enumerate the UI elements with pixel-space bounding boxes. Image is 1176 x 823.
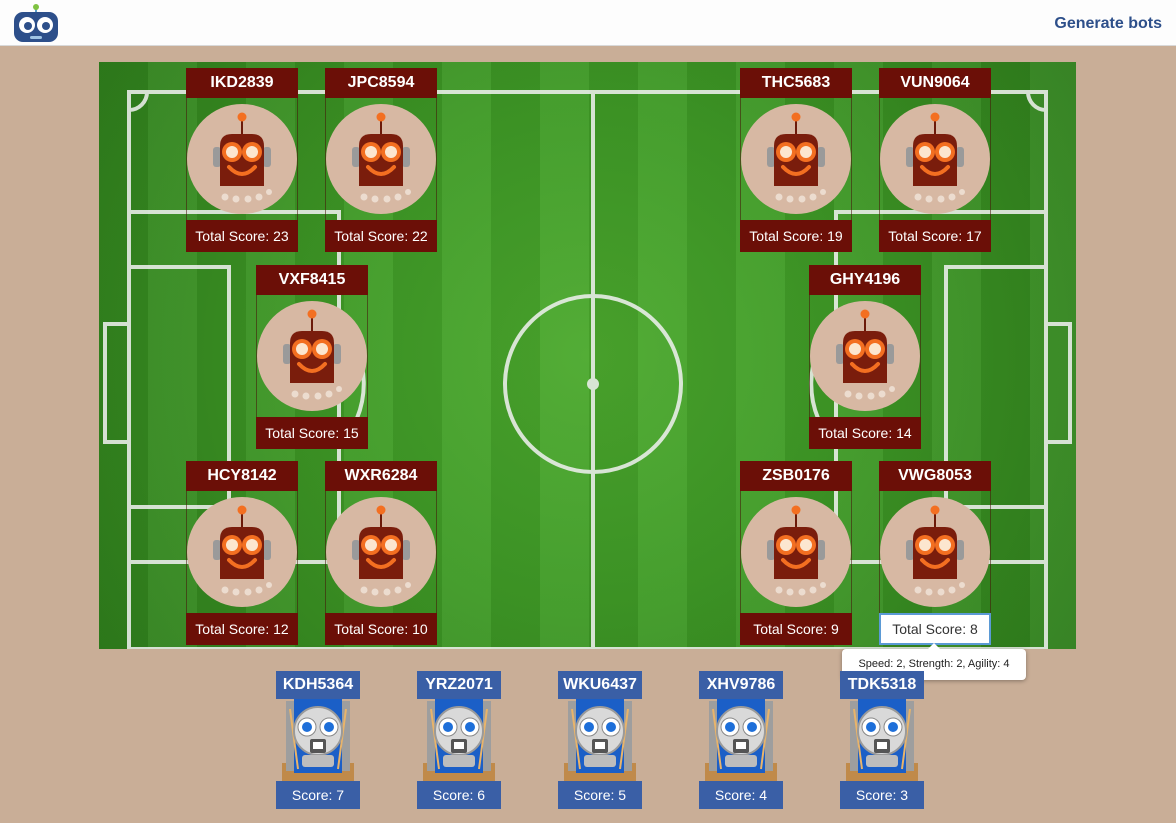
total-score: Total Score: 15 [256, 417, 368, 449]
robot-avatar-icon [810, 301, 920, 411]
robot-avatar-icon [257, 301, 367, 411]
top-bar: Generate bots [0, 0, 1176, 46]
player-name: WXR6284 [325, 461, 437, 491]
bench-player-score: Score: 4 [699, 781, 783, 809]
bench-player-card[interactable]: WKU6437 Score: 5 [558, 671, 642, 811]
total-score: Total Score: 22 [325, 220, 437, 252]
total-score: Total Score: 9 [740, 613, 852, 645]
player-name: VUN9064 [879, 68, 991, 98]
total-score[interactable]: Total Score: 8 [879, 613, 991, 645]
player-card[interactable]: JPC8594 Total Score: 22 [325, 68, 437, 258]
robot-avatar-icon [326, 497, 436, 607]
robot-avatar-icon [880, 104, 990, 214]
player-name: HCY8142 [186, 461, 298, 491]
player-card[interactable]: IKD2839 Total Score: 23 [186, 68, 298, 258]
bench-player-score: Score: 6 [417, 781, 501, 809]
total-score: Total Score: 17 [879, 220, 991, 252]
player-name: GHY4196 [809, 265, 921, 295]
player-card[interactable]: GHY4196 Total Score: 14 [809, 265, 921, 455]
soccer-field: IKD2839 Total Score: 23 JPC8594 Total Sc… [99, 62, 1076, 649]
bench-robot-icon [417, 699, 501, 783]
player-card[interactable]: VUN9064 Total Score: 17 [879, 68, 991, 258]
player-name: JPC8594 [325, 68, 437, 98]
player-card[interactable]: THC5683 Total Score: 19 [740, 68, 852, 258]
total-score: Total Score: 10 [325, 613, 437, 645]
player-card[interactable]: ZSB0176 Total Score: 9 [740, 461, 852, 649]
bench-robot-icon [840, 699, 924, 783]
robot-avatar-icon [880, 497, 990, 607]
bench-player-name: YRZ2071 [417, 671, 501, 699]
player-name: VXF8415 [256, 265, 368, 295]
robot-avatar-icon [187, 104, 297, 214]
total-score: Total Score: 14 [809, 417, 921, 449]
player-name: ZSB0176 [740, 461, 852, 491]
player-name: VWG8053 [879, 461, 991, 491]
total-score: Total Score: 12 [186, 613, 298, 645]
total-score: Total Score: 19 [740, 220, 852, 252]
bench-player-name: WKU6437 [558, 671, 642, 699]
generate-bots-button[interactable]: Generate bots [1054, 15, 1162, 32]
bench-robot-icon [276, 699, 360, 783]
bench-player-card[interactable]: YRZ2071 Score: 6 [417, 671, 501, 811]
bench-player-card[interactable]: KDH5364 Score: 7 [276, 671, 360, 811]
robot-avatar-icon [326, 104, 436, 214]
robot-avatar-icon [187, 497, 297, 607]
bench-robot-icon [699, 699, 783, 783]
bench-player-score: Score: 3 [840, 781, 924, 809]
player-card[interactable]: VXF8415 Total Score: 15 [256, 265, 368, 455]
player-card[interactable]: WXR6284 Total Score: 10 [325, 461, 437, 649]
player-name: IKD2839 [186, 68, 298, 98]
bench-player-score: Score: 5 [558, 781, 642, 809]
player-card[interactable]: HCY8142 Total Score: 12 [186, 461, 298, 649]
bench-player-score: Score: 7 [276, 781, 360, 809]
total-score: Total Score: 23 [186, 220, 298, 252]
bench-player-name: KDH5364 [276, 671, 360, 699]
player-name: THC5683 [740, 68, 852, 98]
bench-player-name: TDK5318 [840, 671, 924, 699]
robot-avatar-icon [741, 104, 851, 214]
robot-avatar-icon [741, 497, 851, 607]
robot-logo-icon[interactable] [12, 4, 60, 44]
bench-player-card[interactable]: XHV9786 Score: 4 [699, 671, 783, 811]
bench-player-name: XHV9786 [699, 671, 783, 699]
bench-player-card[interactable]: TDK5318 Score: 3 [840, 671, 924, 811]
player-card-selected[interactable]: VWG8053 Total Score: 8 [879, 461, 991, 649]
bench-robot-icon [558, 699, 642, 783]
